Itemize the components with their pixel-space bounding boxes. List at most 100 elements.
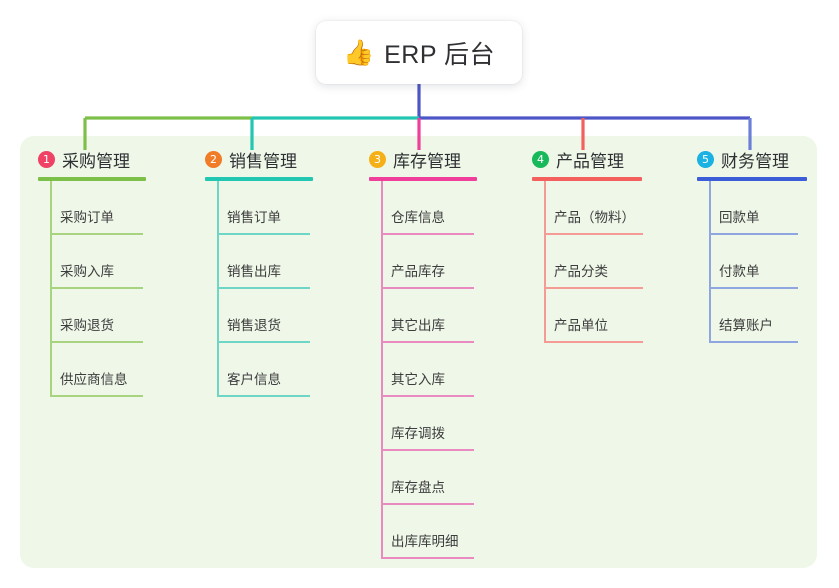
- leaf-node[interactable]: 产品库存: [369, 235, 519, 289]
- leaf-rule: [51, 341, 143, 343]
- leaf-label: 产品分类: [554, 264, 608, 279]
- leaf-label: 产品库存: [391, 264, 445, 279]
- branch-children-4: 产品（物料） 产品分类产品单位: [532, 181, 682, 343]
- leaf-label: 销售退货: [227, 318, 281, 333]
- leaf-label: 仓库信息: [391, 210, 445, 225]
- leaf-label: 回款单: [719, 210, 760, 225]
- leaf-rule: [710, 341, 798, 343]
- branch-1: 1 采购管理采购订单采购入库采购退货供应商信息: [38, 148, 188, 397]
- leaf-rule: [218, 341, 310, 343]
- branch-rule-4: [532, 177, 642, 181]
- leaf-node[interactable]: 产品（物料）: [532, 181, 682, 235]
- leaf-node[interactable]: 采购入库: [38, 235, 188, 289]
- leaf-node[interactable]: 销售退货: [205, 289, 355, 343]
- leaf-rule: [218, 233, 310, 235]
- branches-panel: [20, 136, 817, 568]
- leaf-node[interactable]: 产品分类: [532, 235, 682, 289]
- leaf-rule: [382, 287, 474, 289]
- branch-title-3: 库存管理: [393, 151, 461, 171]
- leaf-rule: [545, 287, 643, 289]
- branch-rule-5: [697, 177, 807, 181]
- leaf-node[interactable]: 客户信息: [205, 343, 355, 397]
- leaf-node[interactable]: 库存调拨: [369, 397, 519, 451]
- branch-children-2: 销售订单销售出库销售退货客户信息: [205, 181, 355, 397]
- leaf-label: 结算账户: [719, 318, 773, 333]
- leaf-label: 供应商信息: [60, 372, 128, 387]
- leaf-node[interactable]: 其它入库: [369, 343, 519, 397]
- leaf-node[interactable]: 回款单: [697, 181, 839, 235]
- branch-3: 3 库存管理仓库信息产品库存其它出库其它入库库存调拨库存盘点出库库明细: [369, 148, 519, 559]
- leaf-label: 库存盘点: [391, 480, 445, 495]
- branch-badge-4: 4: [532, 150, 549, 168]
- leaf-node[interactable]: 其它出库: [369, 289, 519, 343]
- branch-badge-5: 5: [697, 150, 714, 168]
- branch-header-3[interactable]: 3 库存管理: [369, 148, 519, 171]
- branch-title-4: 产品管理: [556, 151, 624, 171]
- leaf-label: 客户信息: [227, 372, 281, 387]
- branch-spine-4: [544, 181, 546, 343]
- leaf-label: 采购入库: [60, 264, 114, 279]
- leaf-node[interactable]: 出库库明细: [369, 505, 519, 559]
- leaf-node[interactable]: 库存盘点: [369, 451, 519, 505]
- branch-badge-2: 2: [205, 150, 222, 168]
- leaf-rule: [51, 287, 143, 289]
- branch-badge-1: 1: [38, 150, 55, 168]
- leaf-label: 库存调拨: [391, 426, 445, 441]
- leaf-label: 产品单位: [554, 318, 608, 333]
- branch-2: 2 销售管理销售订单销售出库销售退货客户信息: [205, 148, 355, 397]
- leaf-label: 产品（物料）: [554, 210, 635, 225]
- branch-header-4[interactable]: 4 产品管理: [532, 148, 682, 171]
- leaf-rule: [710, 287, 798, 289]
- leaf-rule: [382, 503, 474, 505]
- leaf-rule: [382, 233, 474, 235]
- leaf-node[interactable]: 结算账户: [697, 289, 839, 343]
- leaf-rule: [710, 233, 798, 235]
- root-node[interactable]: 👍 ERP 后台: [316, 21, 522, 84]
- leaf-label: 销售出库: [227, 264, 281, 279]
- leaf-rule: [382, 449, 474, 451]
- leaf-node[interactable]: 采购订单: [38, 181, 188, 235]
- leaf-rule: [545, 341, 643, 343]
- leaf-label: 采购退货: [60, 318, 114, 333]
- leaf-rule: [382, 395, 474, 397]
- leaf-rule: [545, 233, 643, 235]
- branch-header-5[interactable]: 5 财务管理: [697, 148, 839, 171]
- leaf-node[interactable]: 销售订单: [205, 181, 355, 235]
- leaf-rule: [382, 341, 474, 343]
- leaf-node[interactable]: 销售出库: [205, 235, 355, 289]
- root-title: ERP 后台: [384, 40, 496, 69]
- branch-title-1: 采购管理: [62, 151, 130, 171]
- leaf-node[interactable]: 仓库信息: [369, 181, 519, 235]
- leaf-node[interactable]: 付款单: [697, 235, 839, 289]
- branch-children-5: 回款单付款单结算账户: [697, 181, 839, 343]
- branch-children-3: 仓库信息产品库存其它出库其它入库库存调拨库存盘点出库库明细: [369, 181, 519, 559]
- branch-spine-2: [217, 181, 219, 397]
- leaf-label: 付款单: [719, 264, 760, 279]
- leaf-label: 销售订单: [227, 210, 281, 225]
- leaf-label: 出库库明细: [391, 534, 459, 549]
- leaf-node[interactable]: 供应商信息: [38, 343, 188, 397]
- branch-4: 4 产品管理产品（物料） 产品分类产品单位: [532, 148, 682, 343]
- branch-spine-1: [50, 181, 52, 397]
- branch-header-1[interactable]: 1 采购管理: [38, 148, 188, 171]
- leaf-label: 采购订单: [60, 210, 114, 225]
- branch-rule-3: [369, 177, 477, 181]
- leaf-label: 其它入库: [391, 372, 445, 387]
- branch-title-5: 财务管理: [721, 151, 789, 171]
- leaf-rule: [51, 395, 143, 397]
- leaf-rule: [51, 233, 143, 235]
- branch-rule-1: [38, 177, 146, 181]
- leaf-node[interactable]: 采购退货: [38, 289, 188, 343]
- thumbs-up-icon: 👍: [342, 38, 375, 67]
- branch-title-2: 销售管理: [229, 151, 297, 171]
- branch-children-1: 采购订单采购入库采购退货供应商信息: [38, 181, 188, 397]
- leaf-rule: [382, 557, 474, 559]
- branch-badge-3: 3: [369, 150, 386, 168]
- leaf-rule: [218, 287, 310, 289]
- leaf-rule: [218, 395, 310, 397]
- branch-spine-5: [709, 181, 711, 343]
- branch-rule-2: [205, 177, 313, 181]
- leaf-node[interactable]: 产品单位: [532, 289, 682, 343]
- branch-header-2[interactable]: 2 销售管理: [205, 148, 355, 171]
